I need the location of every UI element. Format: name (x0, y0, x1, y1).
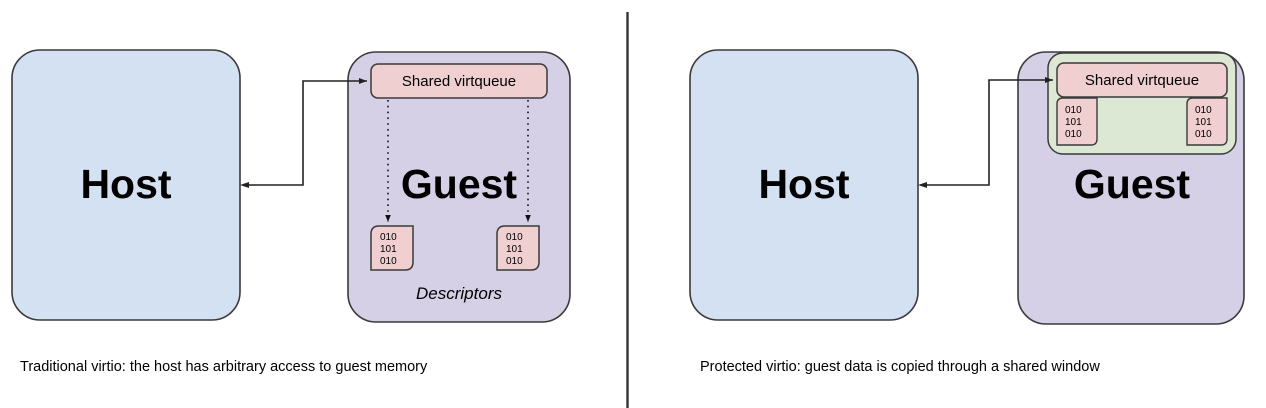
descriptor-bits-line-2: 101 (506, 244, 523, 255)
shared-virtqueue-label: Shared virtqueue (402, 73, 516, 90)
shared-virtqueue-label: Shared virtqueue (1085, 72, 1199, 89)
descriptor-box-1-right[interactable]: 010 101 010 (1056, 97, 1098, 146)
caption-right: Protected virtio: guest data is copied t… (700, 359, 1100, 375)
shared-virtqueue-left[interactable]: Shared virtqueue (370, 63, 548, 99)
descriptor-bits-line-2: 101 (1065, 117, 1082, 128)
descriptor-box-shape (1186, 97, 1228, 146)
shared-virtqueue-right[interactable]: Shared virtqueue (1056, 62, 1228, 98)
host-virtqueue-connector-left[interactable] (240, 78, 367, 188)
descriptor-bits-line-3: 010 (506, 256, 523, 267)
descriptor-box-2-left[interactable]: 010 101 010 (496, 225, 540, 271)
descriptor-bits-line-3: 010 (380, 256, 397, 267)
shared-virtqueue-shape (370, 63, 548, 99)
caption-left: Traditional virtio: the host has arbitra… (20, 359, 428, 375)
connector-arrowhead-right (359, 78, 367, 84)
host-label: Host (758, 161, 849, 207)
connector-path (925, 79, 1053, 186)
guest-label: Guest (401, 161, 518, 207)
descriptor-box-1-left[interactable]: 010 101 010 (370, 225, 414, 271)
descriptor-bits-line-2: 101 (1195, 117, 1212, 128)
connector-path (247, 80, 367, 186)
guest-label: Guest (1074, 161, 1191, 207)
descriptor-bits-line-1: 010 (1195, 105, 1212, 116)
descriptor-box-shape (370, 225, 414, 271)
panel-left: Host Shared virtqueue Guest 010 (11, 49, 571, 375)
descriptor-bits-line-1: 010 (1065, 105, 1082, 116)
descriptor-bits-line-3: 010 (1065, 129, 1082, 140)
descriptor-bits-line-2: 101 (380, 244, 397, 255)
descriptor-box-shape (1056, 97, 1098, 146)
guest-box-left[interactable]: Shared virtqueue Guest 010 101 010 0 (347, 51, 571, 323)
shared-virtqueue-shape (1056, 62, 1228, 98)
connector-arrowhead-left (918, 182, 927, 188)
guest-box-right[interactable]: Shared virtqueue 010 101 010 010 101 (1017, 51, 1245, 325)
host-box-right[interactable]: Host (689, 49, 919, 321)
panel-right: Host Shared virtqueue 010 (689, 49, 1245, 375)
descriptor-bits-line-3: 010 (1195, 129, 1212, 140)
descriptor-bits-line-1: 010 (380, 232, 397, 243)
connector-arrowhead-left (240, 182, 249, 188)
host-virtqueue-connector-right[interactable] (918, 77, 1053, 188)
host-label: Host (80, 161, 171, 207)
descriptor-box-2-right[interactable]: 010 101 010 (1186, 97, 1228, 146)
connector-arrowhead-right (1045, 77, 1053, 83)
shared-window-right[interactable]: Shared virtqueue 010 101 010 010 101 (1047, 52, 1237, 155)
descriptors-label: Descriptors (416, 284, 502, 303)
descriptor-box-shape (496, 225, 540, 271)
host-box-left[interactable]: Host (11, 49, 241, 321)
descriptor-bits-line-1: 010 (506, 232, 523, 243)
